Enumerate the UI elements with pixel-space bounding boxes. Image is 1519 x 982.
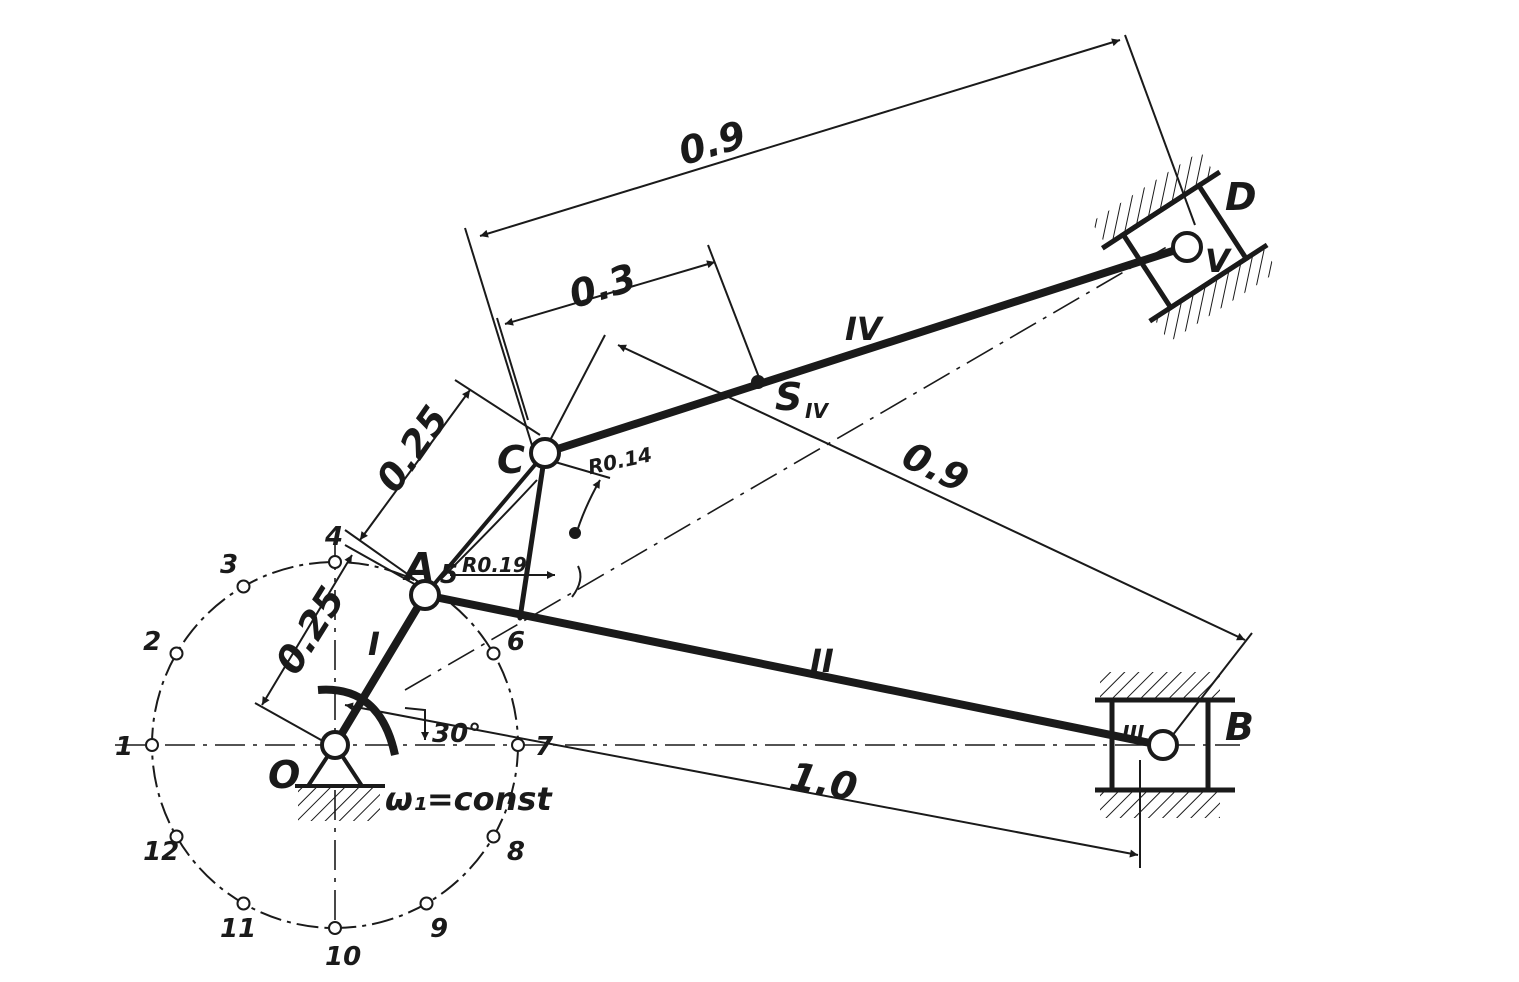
radius-r2: R0.14 xyxy=(586,442,654,479)
links xyxy=(331,243,1189,749)
position-label-12: 12 xyxy=(143,837,179,867)
position-marker-10 xyxy=(328,921,342,935)
link-III: III xyxy=(1122,721,1145,745)
link-I: I xyxy=(368,625,380,663)
joints xyxy=(320,231,1203,761)
position-label-10: 10 xyxy=(325,942,361,972)
omega-arrow xyxy=(317,685,399,756)
label-C: C xyxy=(497,438,525,482)
dim-left-lower xyxy=(254,544,426,746)
position-marker-7 xyxy=(511,738,525,752)
link-V: V xyxy=(1205,242,1232,280)
position-label-6: 6 xyxy=(507,627,525,657)
slider-D xyxy=(1091,151,1279,342)
label-D: D xyxy=(1225,175,1257,219)
label-A-sub: 5 xyxy=(440,560,458,590)
position-label-9: 9 xyxy=(430,914,448,944)
link-IV: IV xyxy=(845,310,884,348)
position-label-7: 7 xyxy=(535,732,554,762)
dim-left-upper-value: 0.25 xyxy=(367,398,457,500)
position-marker-12 xyxy=(169,829,184,844)
position-label-1: 1 xyxy=(115,732,133,762)
position-marker-11 xyxy=(236,896,251,911)
position-label-11: 11 xyxy=(220,914,256,944)
position-label-8: 8 xyxy=(507,837,525,867)
position-marker-9 xyxy=(419,896,434,911)
point-S-dot xyxy=(751,375,765,389)
position-marker-4 xyxy=(328,555,342,569)
label-O: O xyxy=(268,753,300,797)
label-S-sub: IV xyxy=(805,399,829,423)
label-B: B xyxy=(1225,705,1254,749)
dim-mid-value: 0.3 xyxy=(564,255,641,317)
radius-r1: R0.19 xyxy=(462,553,527,577)
radius-leaders xyxy=(439,461,611,598)
angle-label: 30° xyxy=(432,719,481,749)
label-A: A xyxy=(402,545,434,589)
position-marker-6 xyxy=(486,646,501,661)
position-marker-8 xyxy=(486,829,501,844)
dim-diag-value: 0.9 xyxy=(896,433,976,501)
position-label-3: 3 xyxy=(220,550,238,580)
dim-top-value: 0.9 xyxy=(674,112,751,174)
position-label-2: 2 xyxy=(143,627,161,657)
position-marker-3 xyxy=(236,579,251,594)
dim-left-lower-value: 0.25 xyxy=(267,579,354,682)
omega-label: ω₁=const xyxy=(385,780,553,818)
label-S: S xyxy=(775,375,802,419)
slider-B xyxy=(1095,672,1235,818)
angle-arc xyxy=(404,707,429,740)
position-label-4: 4 xyxy=(324,522,343,552)
ground-O xyxy=(295,741,385,821)
center-lines xyxy=(115,244,1240,940)
dim-left-upper xyxy=(344,379,541,591)
link-II: II xyxy=(810,642,834,680)
dim-bottom-value: 1.0 xyxy=(786,754,860,810)
position-marker-1 xyxy=(145,738,159,752)
position-marker-2 xyxy=(169,646,184,661)
